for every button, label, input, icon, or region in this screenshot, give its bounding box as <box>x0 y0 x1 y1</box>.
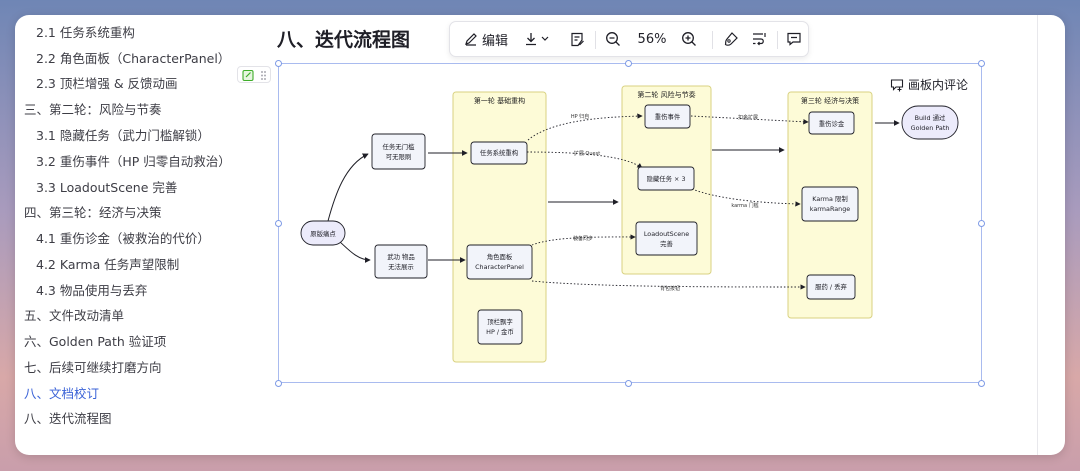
svg-text:重伤事件: 重伤事件 <box>655 112 681 121</box>
edge-label: HP 归自 <box>571 113 589 120</box>
edge-label: 装备同步 <box>573 235 593 242</box>
svg-text:角色面板: 角色面板 <box>487 252 513 261</box>
outline-item[interactable]: 六、Golden Path 验证项 <box>24 334 167 349</box>
node-karma[interactable]: Karma 限制 karmaRange <box>801 186 859 222</box>
outline-item[interactable]: 3.1 隐藏任务（武力门槛解锁） <box>36 128 210 143</box>
brush-icon <box>724 32 738 46</box>
svg-text:Golden Path: Golden Path <box>911 124 950 132</box>
svg-text:Karma 限制: Karma 限制 <box>812 194 847 203</box>
wrap-icon <box>753 33 766 46</box>
svg-text:任务无门槛: 任务无门槛 <box>383 142 416 151</box>
outline-item[interactable]: 4.2 Karma 任务声望限制 <box>36 257 180 272</box>
edit-label: 编辑 <box>481 33 508 49</box>
node-start[interactable]: 原版痛点 <box>300 220 346 246</box>
note-button[interactable] <box>564 22 590 56</box>
group-title: 第一轮 基础重构 <box>474 96 525 105</box>
zoom-out-button[interactable] <box>600 22 626 56</box>
svg-text:重伤诊金: 重伤诊金 <box>819 119 845 128</box>
svg-text:武功 物品: 武功 物品 <box>387 252 415 261</box>
comment-add-icon <box>890 78 904 91</box>
drag-handle-icon[interactable] <box>261 71 266 80</box>
group-title: 第二轮 风险与节奏 <box>637 90 695 99</box>
node-item-no-show[interactable]: 武功 物品 无法展示 <box>374 244 428 279</box>
zoom-in-icon <box>682 32 696 46</box>
svg-text:HP / 金币: HP / 金币 <box>486 327 514 336</box>
document-outline: 2.1 任务系统重构 2.2 角色面板（CharacterPanel） 2.3 … <box>15 15 275 455</box>
zoom-level[interactable]: 56% <box>630 22 674 56</box>
svg-text:任务系统重构: 任务系统重构 <box>480 148 518 157</box>
zoom-in-button[interactable] <box>676 22 702 56</box>
resize-handle[interactable] <box>625 60 632 67</box>
flow-diagram: 第一轮 基础重构 第二轮 风险与节奏 第三轮 经济与决策 <box>300 85 959 363</box>
outline-item[interactable]: 4.3 物品使用与丢弃 <box>36 283 148 298</box>
resize-handle[interactable] <box>978 220 985 227</box>
svg-text:CharacterPanel: CharacterPanel <box>475 263 524 271</box>
format-painter-button[interactable] <box>718 22 744 56</box>
outline-item[interactable]: 五、文件改动清单 <box>24 308 125 323</box>
node-loadout[interactable]: LoadoutScene 完善 <box>635 221 698 256</box>
board-comment-button[interactable]: 画板内评论 <box>890 76 968 93</box>
zoom-value: 56% <box>637 31 667 47</box>
svg-text:无法展示: 无法展示 <box>388 262 414 271</box>
edge-label: karma 门槛 <box>731 202 758 209</box>
block-tools <box>237 66 271 83</box>
edge-label: 扣金扩展 <box>738 114 758 121</box>
svg-text:karmaRange: karmaRange <box>810 205 850 213</box>
svg-text:完善: 完善 <box>660 239 673 248</box>
svg-text:原版痛点: 原版痛点 <box>310 229 336 238</box>
outline-item[interactable]: 3.3 LoadoutScene 完善 <box>36 180 178 195</box>
note-icon <box>570 32 584 46</box>
zoom-out-icon <box>606 32 620 46</box>
node-task-no-gate[interactable]: 任务无门槛 可无限刷 <box>371 133 426 170</box>
download-icon <box>526 33 549 46</box>
svg-text:顶栏飘字: 顶栏飘字 <box>487 317 513 326</box>
app-window: 2.1 任务系统重构 2.2 角色面板（CharacterPanel） 2.3 … <box>15 15 1065 455</box>
edge-label: 扩展 Quest <box>574 150 600 157</box>
node-char-panel[interactable]: 角色面板 CharacterPanel <box>466 244 533 280</box>
node-use-discard[interactable]: 服药 / 丢弃 <box>806 274 856 300</box>
resize-handle[interactable] <box>275 220 282 227</box>
node-topbar[interactable]: 顶栏飘字 HP / 金币 <box>477 309 523 345</box>
page-title: 八、迭代流程图 <box>277 29 411 51</box>
edge-label: 背包按钮 <box>660 285 680 292</box>
resize-handle[interactable] <box>275 60 282 67</box>
outline-item[interactable]: 2.2 角色面板（CharacterPanel） <box>36 51 231 66</box>
node-golden-path[interactable]: Build 通过 Golden Path <box>901 105 959 140</box>
scrollbar[interactable] <box>1037 15 1038 455</box>
resize-handle[interactable] <box>625 380 632 387</box>
svg-text:可无限刷: 可无限刷 <box>386 152 412 161</box>
outline-item-active[interactable]: 八、文档校订 <box>24 386 100 401</box>
node-injury-fee[interactable]: 重伤诊金 <box>808 111 855 135</box>
resize-handle[interactable] <box>978 380 985 387</box>
board-comment-label: 画板内评论 <box>908 78 969 92</box>
outline-item[interactable]: 四、第三轮：经济与决策 <box>24 205 162 220</box>
board-edit-icon[interactable] <box>242 69 254 82</box>
outline-item[interactable]: 3.2 重伤事件（HP 归零自动救治） <box>36 154 231 169</box>
outline-item[interactable]: 七、后续可继续打磨方向 <box>24 360 162 375</box>
comment-icon <box>787 32 801 46</box>
outline-item[interactable]: 4.1 重伤诊金（被救治的代价） <box>36 231 210 246</box>
pencil-icon <box>465 33 477 46</box>
download-dropdown[interactable] <box>518 22 558 56</box>
comment-button[interactable] <box>781 22 807 56</box>
svg-text:Build 通过: Build 通过 <box>915 113 946 122</box>
outline-item[interactable]: 八、迭代流程图 <box>24 411 112 426</box>
edit-button[interactable]: 编辑 <box>458 22 514 56</box>
outline-item[interactable]: 2.3 顶栏增强 & 反馈动画 <box>36 76 178 91</box>
node-injury-event[interactable]: 重伤事件 <box>644 104 691 129</box>
resize-handle[interactable] <box>275 380 282 387</box>
outline-item[interactable]: 三、第二轮：风险与节奏 <box>24 102 162 117</box>
node-hidden-task[interactable]: 隐藏任务 × 3 <box>637 166 695 191</box>
svg-text:LoadoutScene: LoadoutScene <box>644 230 689 238</box>
whiteboard-toolbar: 编辑 56% <box>449 21 809 57</box>
svg-text:服药 / 丢弃: 服药 / 丢弃 <box>815 282 847 291</box>
node-task-refactor[interactable]: 任务系统重构 <box>470 141 528 165</box>
group-title: 第三轮 经济与决策 <box>801 96 859 105</box>
wrap-button[interactable] <box>746 22 772 56</box>
resize-handle[interactable] <box>978 60 985 67</box>
outline-item[interactable]: 2.1 任务系统重构 <box>36 25 135 40</box>
svg-text:隐藏任务 × 3: 隐藏任务 × 3 <box>646 174 685 183</box>
